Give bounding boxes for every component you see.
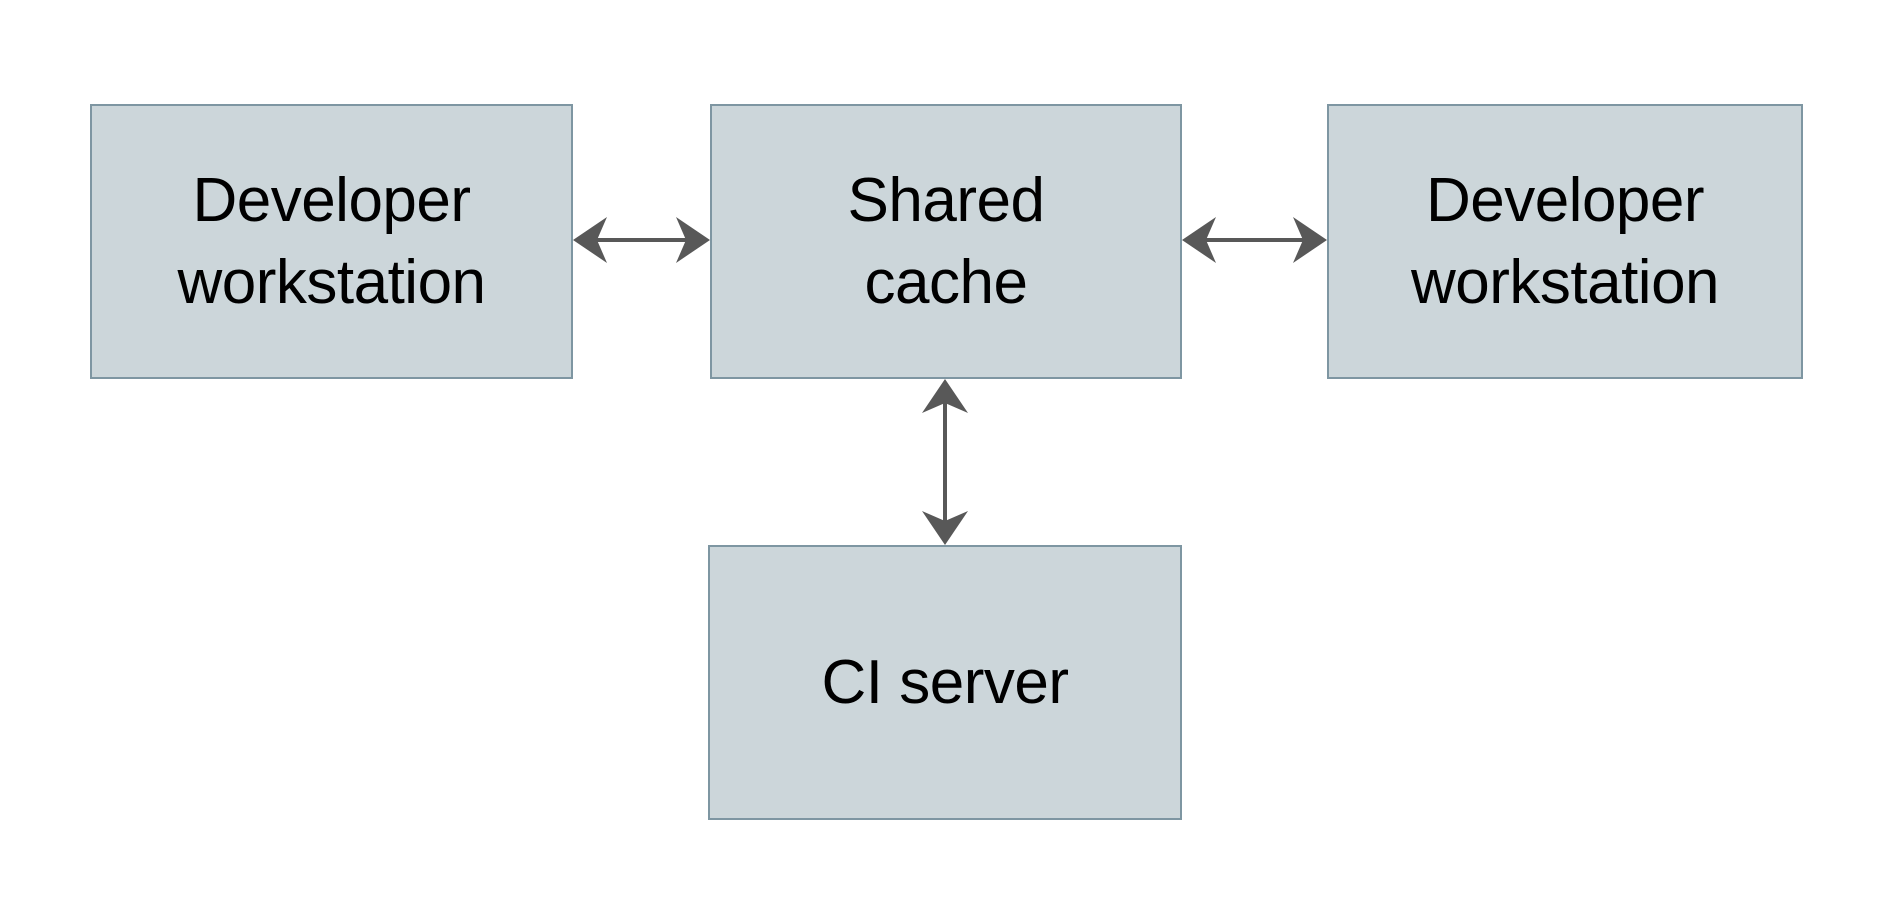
node-label: Developer workstation [177, 165, 486, 317]
node-developer-workstation-right[interactable]: Developer workstation [1327, 104, 1803, 379]
node-developer-workstation-left[interactable]: Developer workstation [90, 104, 573, 379]
node-label: CI server [821, 647, 1069, 717]
node-label: Developer workstation [1410, 165, 1720, 317]
node-shared-cache[interactable]: Shared cache [710, 104, 1182, 379]
edge-ci-server-to-shared-cache [915, 349, 975, 575]
node-ci-server[interactable]: CI server [708, 545, 1182, 820]
node-label: Shared cache [847, 165, 1045, 317]
